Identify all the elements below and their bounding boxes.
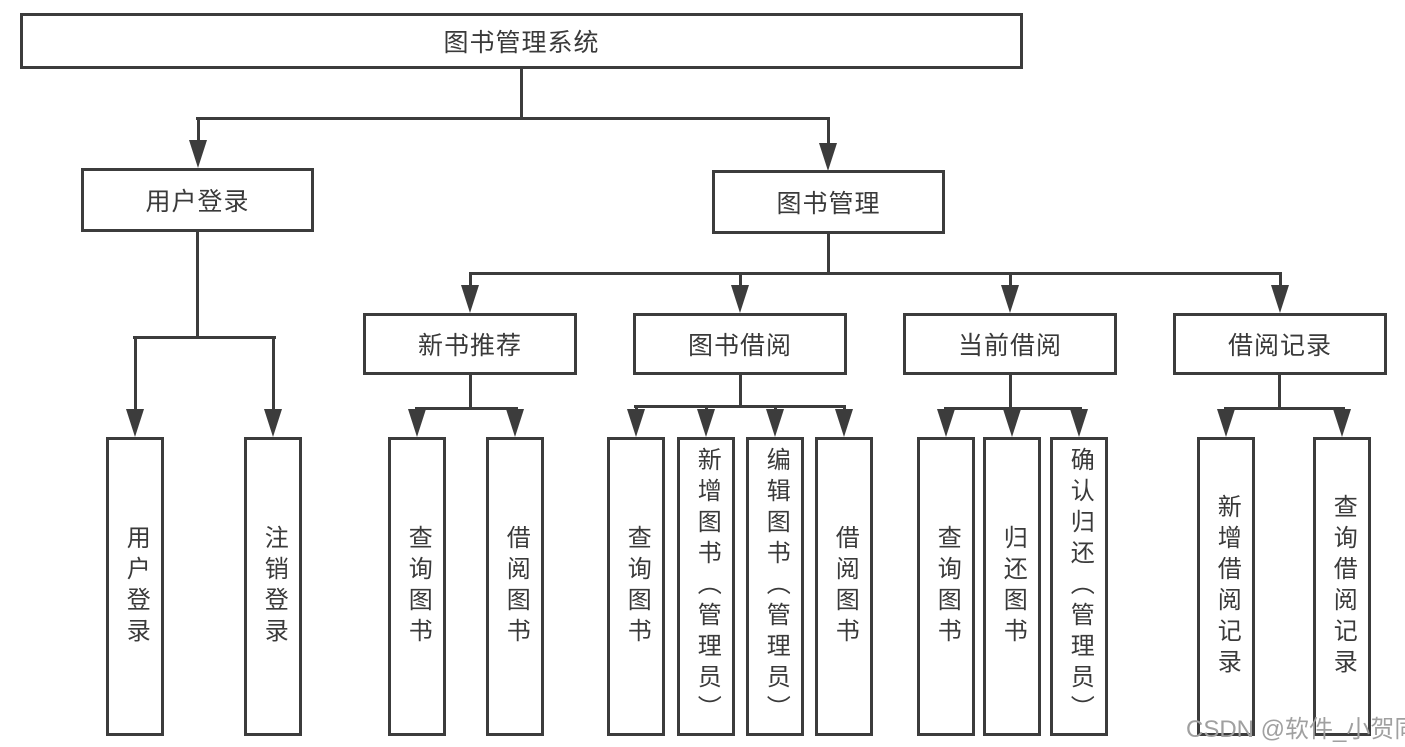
arrow-down-icon <box>627 405 645 437</box>
arrow-down-icon <box>1271 272 1289 313</box>
leaf-confirm-return-admin: 确认归还（管理员） <box>1050 437 1108 736</box>
connector-line <box>520 68 523 120</box>
arrow-down-icon <box>766 405 784 437</box>
leaf-borrow-books-recommend: 借阅图书 <box>486 437 544 736</box>
leaf-query-books-recommend: 查询图书 <box>388 437 446 736</box>
arrow-down-icon <box>937 407 955 437</box>
node-book-borrowing-label: 图书借阅 <box>687 332 792 360</box>
leaf-query-books-current-label: 查询图书 <box>933 524 961 649</box>
leaf-add-borrow-record: 新增借阅记录 <box>1197 437 1255 736</box>
leaf-confirm-return-admin-label: 确认归还（管理员） <box>1066 447 1094 726</box>
leaf-user-login-label: 用户登录 <box>122 524 150 649</box>
leaf-return-books-label: 归还图书 <box>999 524 1027 649</box>
arrow-down-icon <box>408 407 426 437</box>
arrow-down-icon <box>264 336 282 437</box>
node-book-management-label: 图书管理 <box>776 190 881 218</box>
leaf-query-books-current: 查询图书 <box>917 437 975 736</box>
connector-line <box>827 232 830 275</box>
node-book-borrowing: 图书借阅 <box>633 313 847 375</box>
node-current-borrowing-label: 当前借阅 <box>957 332 1062 360</box>
node-user-login-label: 用户登录 <box>145 188 250 216</box>
leaf-return-books: 归还图书 <box>983 437 1041 736</box>
connector-line <box>739 374 742 408</box>
leaf-add-borrow-record-label: 新增借阅记录 <box>1213 493 1241 680</box>
node-root-label: 图书管理系统 <box>443 29 600 57</box>
leaf-edit-book-admin-label: 编辑图书（管理员） <box>762 447 790 726</box>
leaf-query-books-borrowing: 查询图书 <box>607 437 665 736</box>
node-current-borrowing: 当前借阅 <box>903 313 1117 375</box>
connector-line <box>1224 407 1345 410</box>
node-book-management: 图书管理 <box>712 170 945 234</box>
leaf-query-books-recommend-label: 查询图书 <box>404 524 432 649</box>
node-new-book-recommend: 新书推荐 <box>363 313 577 375</box>
connector-line <box>133 336 276 339</box>
connector-line <box>415 407 518 410</box>
leaf-add-book-admin: 新增图书（管理员） <box>677 437 735 736</box>
arrow-down-icon <box>1333 407 1351 437</box>
arrow-down-icon <box>1070 407 1088 437</box>
leaf-user-login: 用户登录 <box>106 437 164 736</box>
arrow-down-icon <box>731 272 749 313</box>
leaf-logout-label: 注销登录 <box>260 524 288 649</box>
node-borrowing-records-label: 借阅记录 <box>1227 332 1332 360</box>
leaf-borrow-books-borrowing-label: 借阅图书 <box>831 524 859 649</box>
connector-line <box>634 405 846 408</box>
arrow-down-icon <box>126 336 144 437</box>
node-borrowing-records: 借阅记录 <box>1173 313 1387 375</box>
arrow-down-icon <box>1217 407 1235 437</box>
connector-line <box>469 374 472 410</box>
node-root: 图书管理系统 <box>20 13 1023 69</box>
leaf-logout: 注销登录 <box>244 437 302 736</box>
connector-line <box>196 117 830 120</box>
arrow-down-icon <box>189 117 207 168</box>
connector-line <box>1278 374 1281 410</box>
arrow-down-icon <box>835 405 853 437</box>
arrow-down-icon <box>1003 407 1021 437</box>
connector-line <box>469 272 1282 275</box>
arrow-down-icon <box>1001 272 1019 313</box>
node-user-login: 用户登录 <box>81 168 314 232</box>
watermark: CSDN @软件_小贺同学 <box>1186 716 1405 743</box>
leaf-add-book-admin-label: 新增图书（管理员） <box>693 447 721 726</box>
leaf-query-books-borrowing-label: 查询图书 <box>623 524 651 649</box>
arrow-down-icon <box>506 407 524 437</box>
leaf-borrow-books-borrowing: 借阅图书 <box>815 437 873 736</box>
arrow-down-icon <box>697 405 715 437</box>
leaf-query-borrow-record: 查询借阅记录 <box>1313 437 1371 736</box>
node-new-book-recommend-label: 新书推荐 <box>417 332 522 360</box>
arrow-down-icon <box>819 117 837 171</box>
leaf-query-borrow-record-label: 查询借阅记录 <box>1329 493 1357 680</box>
connector-line <box>1009 374 1012 410</box>
connector-line <box>196 232 199 339</box>
leaf-edit-book-admin: 编辑图书（管理员） <box>746 437 804 736</box>
arrow-down-icon <box>461 272 479 313</box>
leaf-borrow-books-recommend-label: 借阅图书 <box>502 524 530 649</box>
